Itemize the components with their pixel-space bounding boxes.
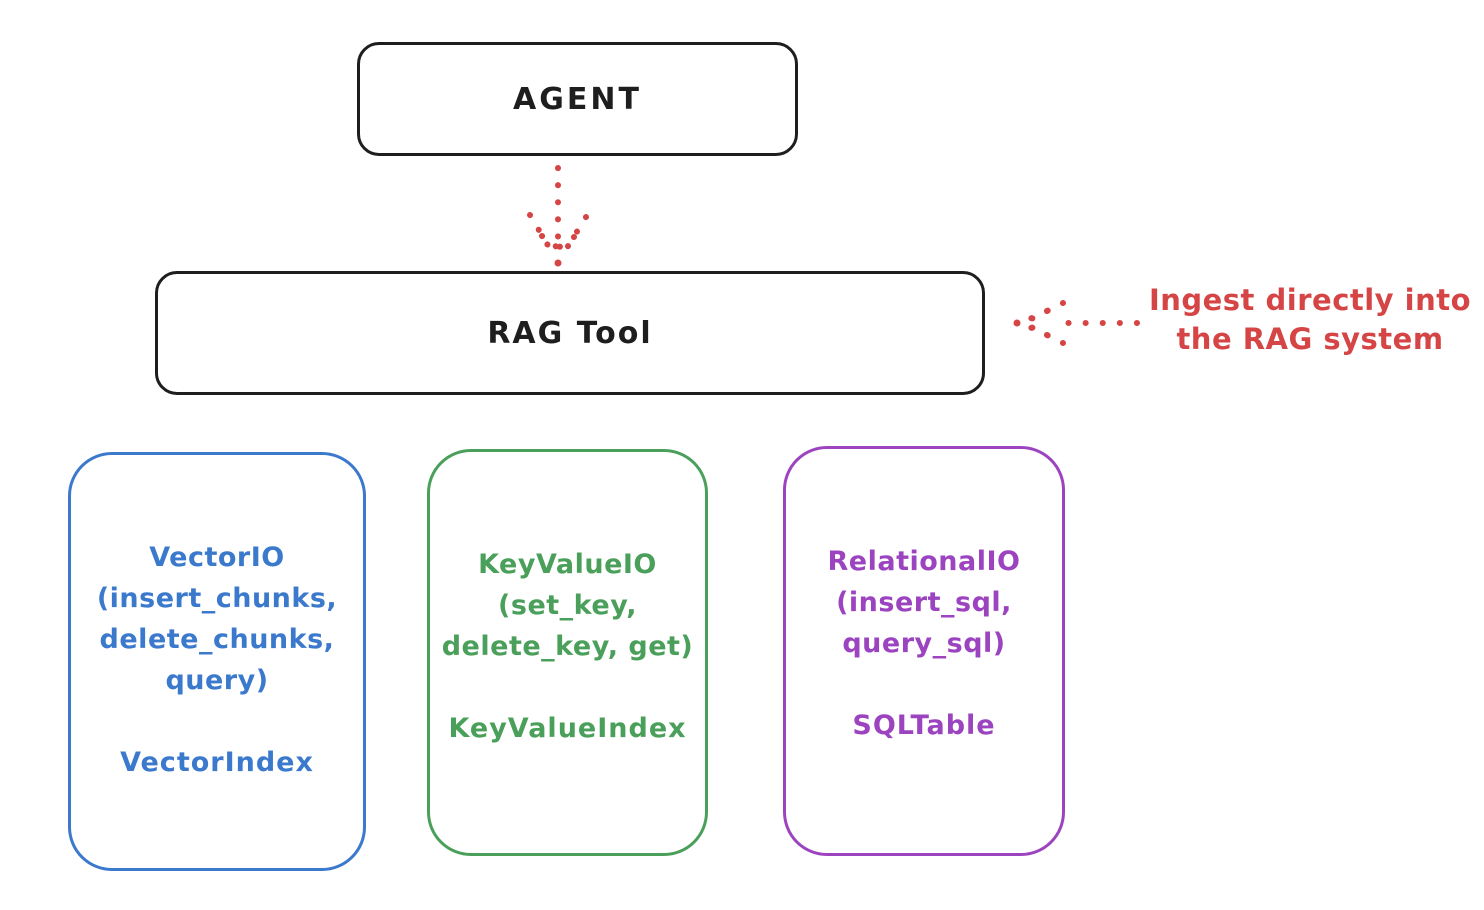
relational-io-methods-line2: query_sql) [842,628,1006,659]
ragtool-node-label: RAG Tool [487,315,653,351]
ingest-annotation-line2: the RAG system [1176,322,1444,356]
vector-io-methods-line2: delete_chunks, [99,624,335,655]
keyvalue-io-methods-line2: delete_key, get) [441,631,694,662]
relational-io-node: RelationalIO (insert_sql, query_sql) SQL… [783,446,1065,856]
sql-table-label: SQLTable [852,710,996,741]
agent-node-label: AGENT [513,81,642,117]
relational-io-methods-line1: (insert_sql, [836,587,1012,618]
keyvalue-io-methods-line1: (set_key, [498,590,637,621]
ingest-annotation-line1: Ingest directly into [1148,283,1472,317]
relational-io-title: RelationalIO [827,546,1021,577]
agent-to-ragtool-arrow-icon [527,165,589,267]
vector-io-node: VectorIO (insert_chunks, delete_chunks, … [68,452,366,871]
vector-index-label: VectorIndex [120,747,314,778]
vector-io-methods-line1: (insert_chunks, [96,583,338,614]
keyvalue-index-label: KeyValueIndex [448,713,687,744]
ragtool-node: RAG Tool [155,271,985,395]
keyvalue-io-node: KeyValueIO (set_key, delete_key, get) Ke… [427,449,708,856]
agent-node: AGENT [357,42,798,156]
keyvalue-io-title: KeyValueIO [478,549,657,580]
vector-io-methods-line3: query) [165,665,269,696]
ingest-annotation: Ingest directly into the RAG system [1135,281,1484,359]
annotation-to-ragtool-arrow-icon [1013,300,1140,346]
vector-io-title: VectorIO [149,542,285,573]
